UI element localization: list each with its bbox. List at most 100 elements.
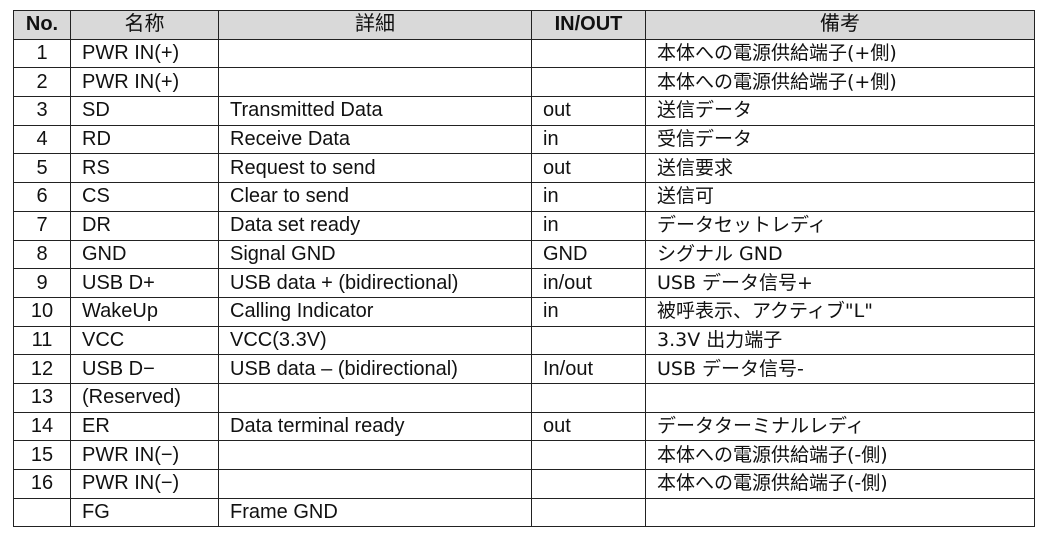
cell-no: 4	[13, 124, 71, 155]
cell-io: in	[531, 210, 646, 241]
cell-note: 被呼表示、アクティブ"L"	[645, 296, 1035, 327]
cell-note: USB データ信号-	[645, 354, 1035, 384]
cell-detail: Transmitted Data	[218, 96, 532, 126]
cell-io: in	[531, 182, 646, 212]
cell-name: ER	[70, 411, 219, 442]
cell-io: out	[531, 153, 646, 184]
cell-no: 14	[13, 411, 71, 442]
cell-detail	[218, 38, 532, 69]
cell-no: 6	[13, 182, 71, 212]
cell-note: 3.3V 出力端子	[645, 325, 1035, 356]
cell-name: SD	[70, 96, 219, 126]
cell-detail: Signal GND	[218, 239, 532, 270]
cell-name: USB D+	[70, 268, 219, 298]
cell-no: 13	[13, 382, 71, 413]
cell-no: 3	[13, 96, 71, 126]
cell-detail	[218, 469, 532, 499]
cell-name: GND	[70, 239, 219, 270]
cell-note: 本体への電源供給端子(-側)	[645, 440, 1035, 470]
cell-detail: Request to send	[218, 153, 532, 184]
cell-no: 10	[13, 296, 71, 327]
cell-note	[645, 382, 1035, 413]
cell-detail: Calling Indicator	[218, 296, 532, 327]
cell-io	[531, 382, 646, 413]
cell-name: PWR IN(−)	[70, 469, 219, 499]
cell-note: データターミナルレディ	[645, 411, 1035, 442]
cell-note: 送信要求	[645, 153, 1035, 184]
cell-note	[645, 497, 1035, 528]
table-row: 13(Reserved)	[13, 382, 1035, 413]
cell-name: FG	[70, 497, 219, 528]
cell-io: In/out	[531, 354, 646, 384]
cell-name: PWR IN(+)	[70, 38, 219, 69]
cell-name: WakeUp	[70, 296, 219, 327]
cell-no: 16	[13, 469, 71, 499]
header-no: No.	[13, 10, 71, 40]
cell-name: USB D−	[70, 354, 219, 384]
cell-io	[531, 67, 646, 98]
cell-detail	[218, 440, 532, 470]
cell-name: DR	[70, 210, 219, 241]
cell-no	[13, 497, 71, 528]
cell-detail: USB data – (bidirectional)	[218, 354, 532, 384]
cell-detail	[218, 382, 532, 413]
cell-detail: VCC(3.3V)	[218, 325, 532, 356]
cell-name: CS	[70, 182, 219, 212]
cell-io: GND	[531, 239, 646, 270]
cell-no: 9	[13, 268, 71, 298]
cell-name: (Reserved)	[70, 382, 219, 413]
cell-note: 本体への電源供給端子(-側)	[645, 469, 1035, 499]
cell-detail: Data set ready	[218, 210, 532, 241]
cell-io	[531, 440, 646, 470]
cell-no: 11	[13, 325, 71, 356]
cell-io: out	[531, 411, 646, 442]
header-name: 名称	[70, 10, 219, 40]
cell-detail: Data terminal ready	[218, 411, 532, 442]
cell-note: シグナル GND	[645, 239, 1035, 270]
cell-no: 5	[13, 153, 71, 184]
cell-note: USB データ信号+	[645, 268, 1035, 298]
cell-io: in/out	[531, 268, 646, 298]
header-detail: 詳細	[218, 10, 532, 40]
cell-name: RS	[70, 153, 219, 184]
cell-io: out	[531, 96, 646, 126]
cell-no: 7	[13, 210, 71, 241]
cell-no: 12	[13, 354, 71, 384]
cell-detail: Clear to send	[218, 182, 532, 212]
cell-io	[531, 469, 646, 499]
header-row: No. 名称 詳細 IN/OUT 備考	[13, 10, 1035, 40]
cell-io	[531, 497, 646, 528]
cell-note: 受信データ	[645, 124, 1035, 155]
cell-detail: USB data + (bidirectional)	[218, 268, 532, 298]
cell-note: 送信データ	[645, 96, 1035, 126]
cell-no: 2	[13, 67, 71, 98]
cell-name: VCC	[70, 325, 219, 356]
cell-note: 送信可	[645, 182, 1035, 212]
table-header: No. 名称 詳細 IN/OUT 備考	[13, 10, 1035, 40]
cell-no: 1	[13, 38, 71, 69]
cell-name: PWR IN(+)	[70, 67, 219, 98]
cell-io: in	[531, 296, 646, 327]
cell-name: PWR IN(−)	[70, 440, 219, 470]
cell-detail	[218, 67, 532, 98]
cell-io	[531, 325, 646, 356]
header-note: 備考	[645, 10, 1035, 40]
cell-note: データセットレディ	[645, 210, 1035, 241]
cell-detail: Frame GND	[218, 497, 532, 528]
cell-io	[531, 38, 646, 69]
